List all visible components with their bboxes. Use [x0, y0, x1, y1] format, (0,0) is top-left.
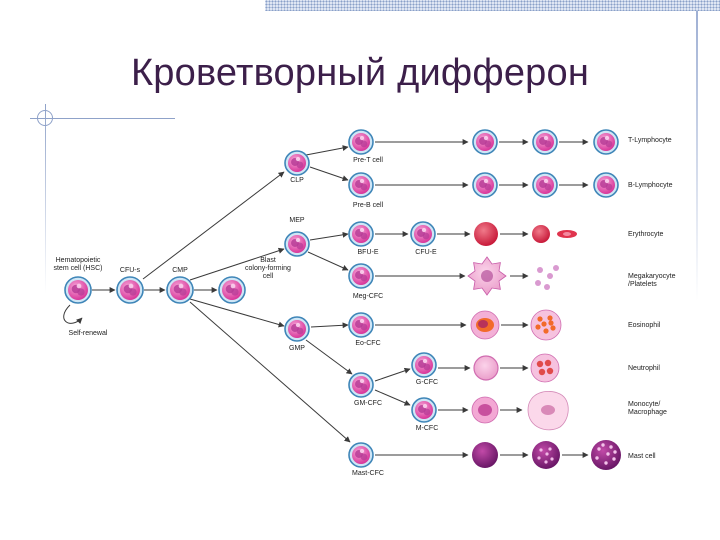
- right-edge-line: [696, 11, 698, 301]
- clp-label: CLP: [290, 177, 304, 184]
- cells-layer: [64, 129, 621, 470]
- erythroblast-cell: [474, 222, 498, 246]
- mep-cell: [284, 231, 310, 257]
- cfu-s-cell: [116, 276, 144, 304]
- platelets-cluster: [535, 265, 559, 290]
- decorative-horizontal-line: [30, 118, 175, 119]
- slide-title: Кроветворный дифферон: [130, 52, 590, 94]
- arrow-clp-preb: [309, 166, 349, 182]
- arrow-cfus-clp: [142, 171, 285, 280]
- meg-cfc-label: Meg-CFC: [353, 293, 383, 300]
- cmp-cell: [166, 276, 194, 304]
- bfu-e-label: BFU-E: [358, 249, 379, 256]
- mast-cfc-label: Mast-CFC: [352, 470, 384, 477]
- mast-precursor-cell: [472, 442, 498, 468]
- mast-cfc-cell: [348, 442, 374, 468]
- t-lymphocyte-label: T-Lymphocyte: [628, 137, 672, 144]
- neutrophil-label: Neutrophil: [628, 365, 660, 372]
- decorative-vertical-line: [45, 104, 46, 294]
- self-renewal-arrow: [63, 304, 83, 324]
- megakaryocyte-cell: [467, 256, 507, 296]
- b-stage1-cell: [472, 172, 498, 198]
- macrophage-cell: [527, 391, 569, 431]
- mast-cell: [591, 440, 621, 470]
- neutrophil-cell: [530, 353, 560, 383]
- arrow-gmp-gmcfc: [305, 339, 353, 375]
- neutrophil-myelocyte-cell: [473, 355, 499, 381]
- monocyte-cell: [471, 396, 499, 424]
- pre-t-label: Pre-T cell: [353, 157, 383, 164]
- m-cfc-cell: [411, 397, 437, 423]
- b-lymphocyte-label: B-Lymphocyte: [628, 182, 673, 189]
- eosinophil-label: Eosinophil: [628, 322, 661, 329]
- arrow-gmcfc-mcfc: [374, 389, 411, 406]
- erythrocyte-cell: [557, 230, 577, 238]
- cmp-label: CMP: [172, 267, 188, 274]
- arrows-layer: [63, 139, 589, 458]
- reticulocyte-cell: [532, 225, 550, 243]
- pre-b-cell: [348, 172, 374, 198]
- t-lymphocyte-cell: [593, 129, 619, 155]
- eosinophil-cell: [530, 309, 562, 341]
- eo-cfc-label: Eo-CFC: [355, 340, 380, 347]
- b-lymphocyte-cell: [593, 172, 619, 198]
- megakaryocyte-label: Megakaryocyte/Platelets: [628, 273, 676, 288]
- monocyte-label: Monocyte/Macrophage: [628, 401, 667, 416]
- mep-label: MEP: [289, 217, 305, 224]
- cfu-e-label: CFU-E: [415, 249, 437, 256]
- b-stage2-cell: [532, 172, 558, 198]
- m-cfc-label: M-CFC: [416, 425, 439, 432]
- gmp-label: GMP: [289, 345, 305, 352]
- arrow-gmcfc-gcfc: [374, 367, 411, 382]
- gm-cfc-label: GM-CFC: [354, 400, 382, 407]
- mast-cell-label: Mast cell: [628, 453, 656, 460]
- arrow-mep-megcfc: [307, 251, 349, 271]
- eosinophil-myelocyte-cell: [470, 310, 500, 340]
- erythrocyte-label: Erythrocyte: [628, 231, 664, 238]
- arrow-cmp-gmp: [189, 298, 285, 328]
- arrow-cmp-mep: [189, 247, 285, 281]
- gmp-cell: [284, 316, 310, 342]
- meg-cfc-cell: [348, 263, 374, 289]
- blast-cell: [218, 276, 246, 304]
- bfu-e-cell: [348, 221, 374, 247]
- pre-b-label: Pre-B cell: [353, 202, 384, 209]
- gm-cfc-cell: [348, 372, 374, 398]
- arrow-mep-bfue: [309, 231, 349, 241]
- eo-cfc-cell: [348, 312, 374, 338]
- clp-cell: [284, 150, 310, 176]
- hsc-cell: [64, 276, 92, 304]
- mast-intermediate-cell: [532, 441, 560, 469]
- t-stage2-cell: [532, 129, 558, 155]
- g-cfc-label: G-CFC: [416, 379, 438, 386]
- self-renewal-label: Self-renewal: [69, 330, 108, 337]
- arrow-cmp-mast: [189, 301, 351, 443]
- header-dotted-band: [265, 0, 720, 11]
- arrow-gmp-eocfc: [310, 322, 349, 329]
- cfu-s-label: CFU-s: [120, 267, 141, 274]
- decorative-crosshair-circle: [37, 110, 53, 126]
- cfu-e-cell: [410, 221, 436, 247]
- t-stage1-cell: [472, 129, 498, 155]
- arrow-clp-pret: [305, 145, 349, 156]
- g-cfc-cell: [411, 352, 437, 378]
- pre-t-cell: [348, 129, 374, 155]
